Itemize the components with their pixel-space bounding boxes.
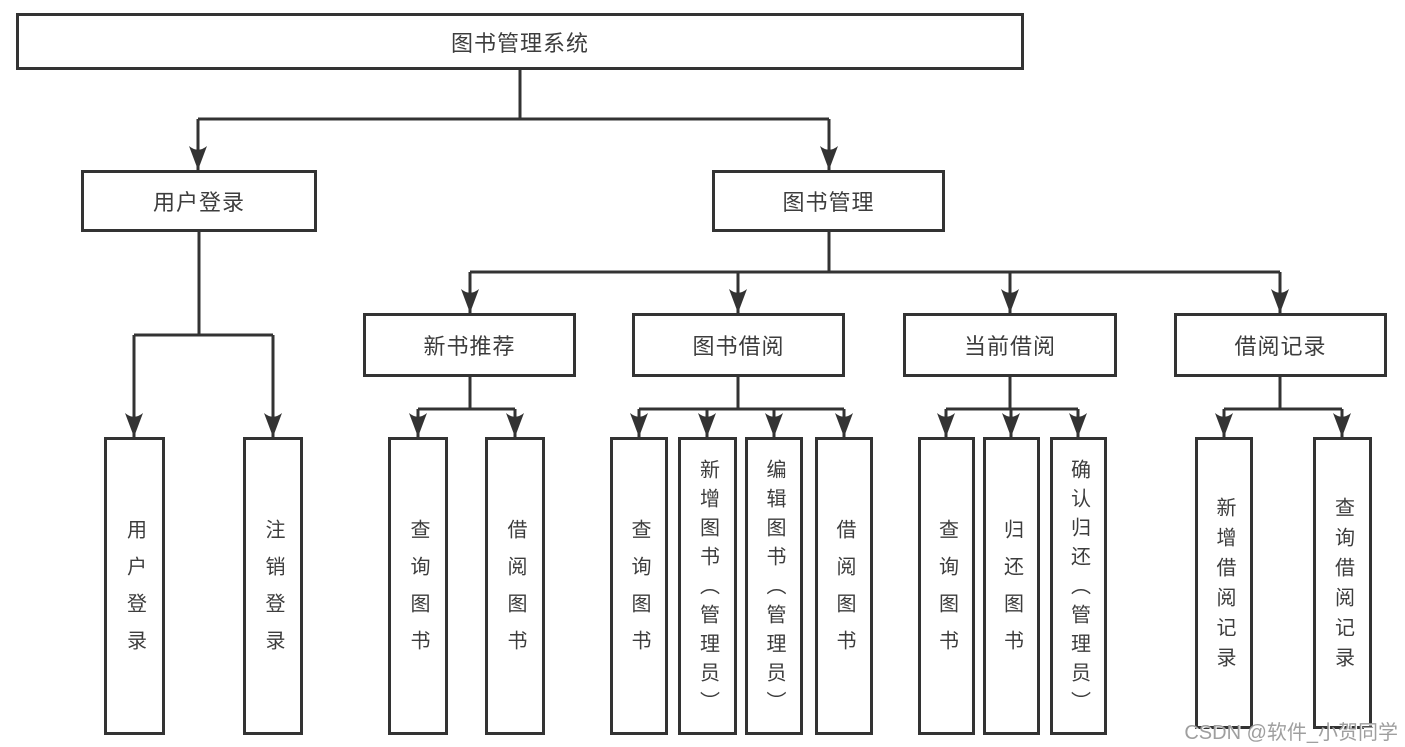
node-new-book-recommend: 新书推荐: [363, 313, 576, 377]
leaf-query-books-recommend: 查询图书: [388, 437, 448, 735]
leaf-borrow-books-recommend: 借阅图书: [485, 437, 545, 735]
leaf-query-books-current-label: 查询图书: [935, 519, 958, 667]
leaf-edit-books-admin: 编辑图书（管理员）: [745, 437, 803, 735]
leaf-add-borrow-record-label: 新增借阅记录: [1213, 497, 1235, 677]
leaf-add-books-admin-label: 新增图书（管理员）: [696, 459, 719, 720]
leaf-return-books-label: 归还图书: [1000, 519, 1023, 667]
leaf-add-books-admin: 新增图书（管理员）: [678, 437, 737, 735]
leaf-borrow-books-borrowing-label: 借阅图书: [833, 519, 855, 667]
watermark: CSDN @软件_小贺同学: [1184, 722, 1398, 744]
leaf-borrow-books-recommend-label: 借阅图书: [504, 519, 526, 667]
node-book-management: 图书管理: [712, 170, 945, 232]
leaf-query-borrow-record: 查询借阅记录: [1313, 437, 1372, 729]
node-user-login: 用户登录: [81, 170, 317, 232]
leaf-return-books: 归还图书: [983, 437, 1040, 735]
leaf-user-login-label: 用户登录: [123, 519, 146, 667]
leaf-logout-label: 注销登录: [262, 519, 284, 667]
node-root: 图书管理系统: [16, 13, 1024, 70]
leaf-confirm-return-admin: 确认归还（管理员）: [1050, 437, 1107, 735]
leaf-confirm-return-admin-label: 确认归还（管理员）: [1067, 459, 1090, 720]
leaf-query-borrow-record-label: 查询借阅记录: [1331, 497, 1354, 677]
node-current-borrowing: 当前借阅: [903, 313, 1117, 377]
leaf-user-login: 用户登录: [104, 437, 165, 735]
leaf-borrow-books-borrowing: 借阅图书: [815, 437, 873, 735]
leaf-query-books-current: 查询图书: [918, 437, 975, 735]
node-book-borrowing: 图书借阅: [632, 313, 845, 377]
leaf-edit-books-admin-label: 编辑图书（管理员）: [763, 459, 785, 720]
node-borrowing-records: 借阅记录: [1174, 313, 1387, 377]
leaf-query-books-borrowing: 查询图书: [610, 437, 668, 735]
leaf-query-books-recommend-label: 查询图书: [407, 519, 429, 667]
leaf-logout: 注销登录: [243, 437, 303, 735]
leaf-query-books-borrowing-label: 查询图书: [628, 519, 650, 667]
leaf-add-borrow-record: 新增借阅记录: [1195, 437, 1253, 729]
